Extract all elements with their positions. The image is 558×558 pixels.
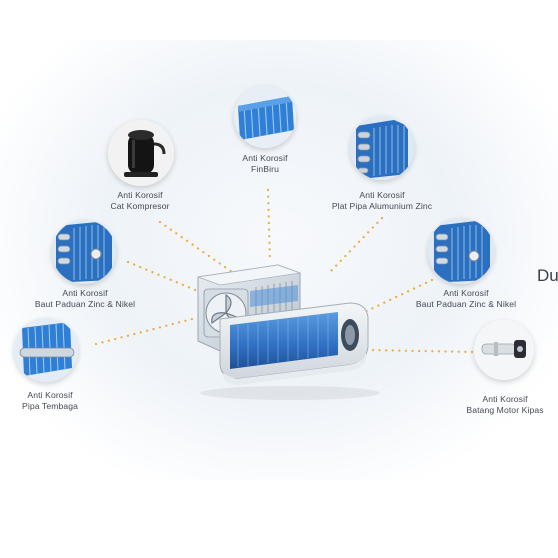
connector-plate: [328, 216, 384, 274]
bolt-right-detail-image: [428, 218, 494, 284]
connector-bolt-left: [126, 260, 202, 294]
indoor-unit: [219, 302, 369, 385]
fin-detail-image: [234, 86, 296, 148]
connector-copper: [94, 316, 198, 346]
air-conditioner-product-image: [197, 264, 380, 400]
compressor-detail-image: [108, 120, 174, 186]
connector-compressor: [158, 220, 234, 274]
copper-pipe-detail-image: [14, 318, 78, 382]
connector-fin: [266, 188, 272, 264]
bolt-left-detail-image: [52, 220, 116, 284]
cropped-corner-text: Du: [537, 266, 558, 285]
fan-motor-shaft-detail-image: [474, 320, 534, 380]
connector-motor: [366, 348, 474, 354]
pipe-plate-detail-image: [350, 116, 414, 180]
outdoor-unit: [197, 264, 301, 352]
